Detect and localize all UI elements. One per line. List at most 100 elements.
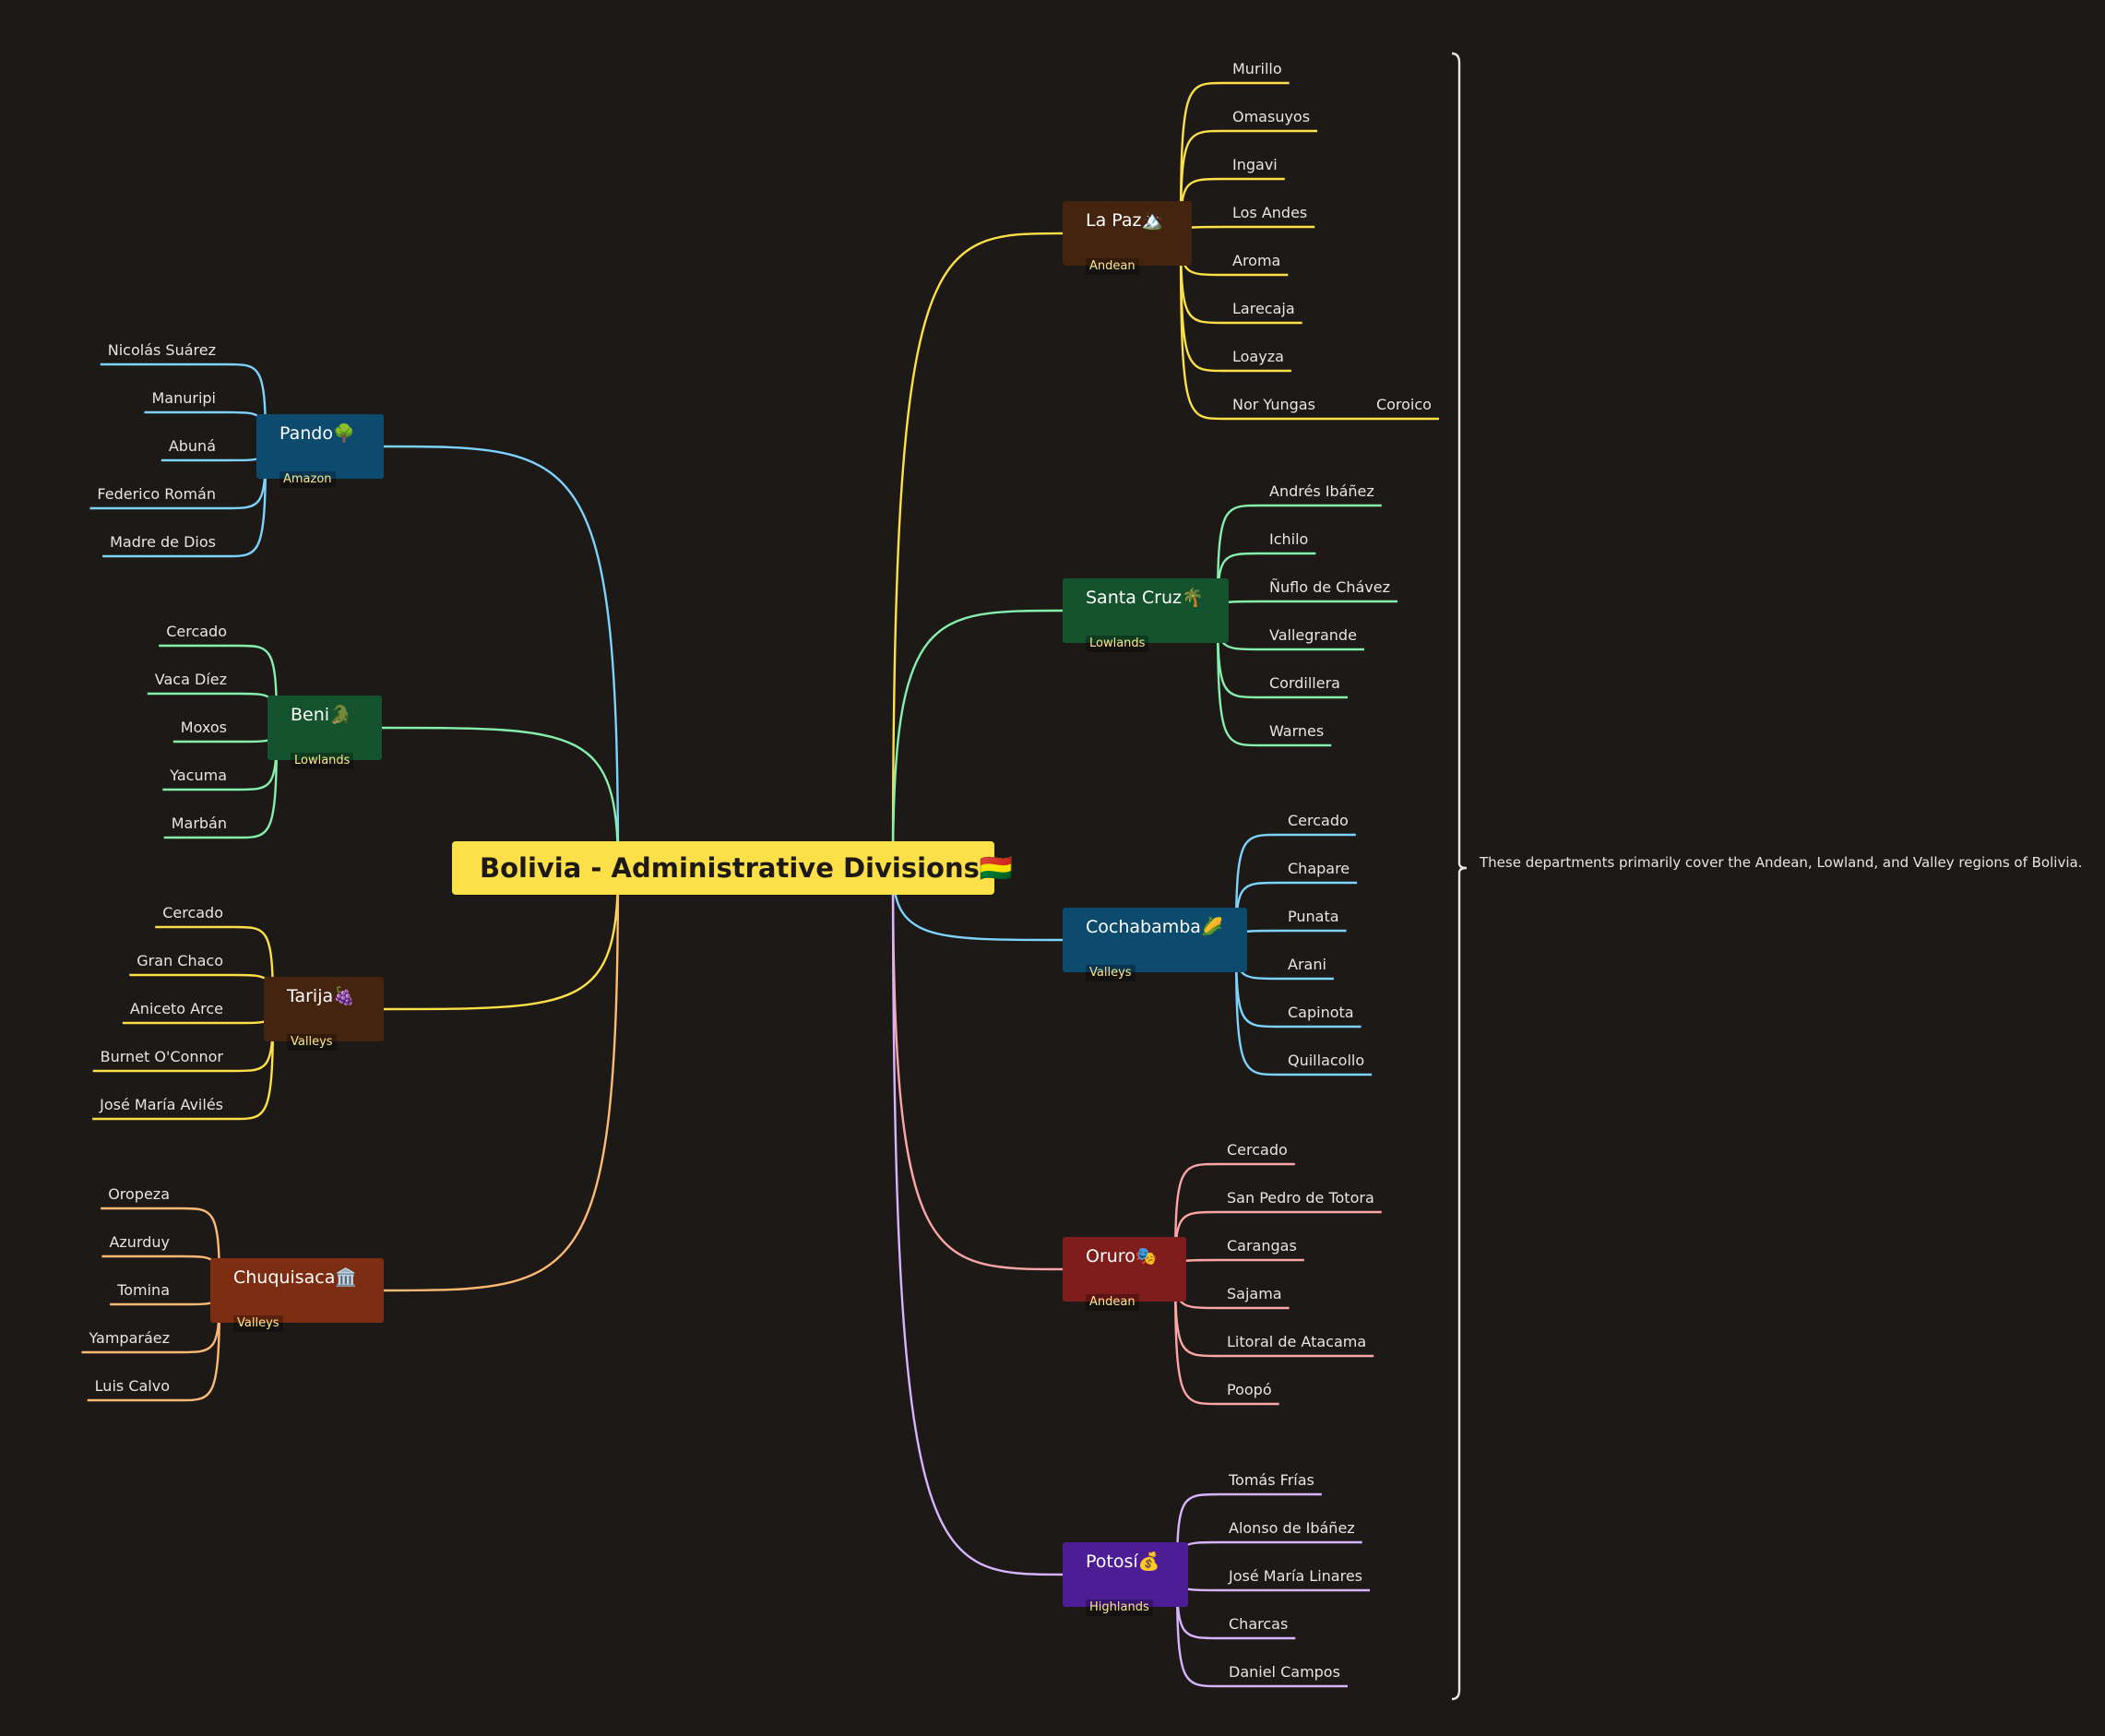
link-root-oruro xyxy=(891,867,1064,1271)
subdivision-cochabamba-2[interactable]: Punata xyxy=(1288,908,1339,925)
subdivision-beni-4[interactable]: Marbán xyxy=(171,814,227,832)
subdivision-la-paz-3[interactable]: Los Andes xyxy=(1232,204,1308,221)
subdivision-tarija-3[interactable]: Burnet O'Connor xyxy=(100,1048,223,1065)
subdivision-santa-cruz-1[interactable]: Ichilo xyxy=(1269,530,1309,548)
subdivision-potosi-3[interactable]: Charcas xyxy=(1229,1615,1289,1633)
subdivision-cochabamba-0[interactable]: Cercado xyxy=(1288,812,1349,829)
department-name: Pando xyxy=(279,423,333,444)
subdivision-chuquisaca-1[interactable]: Azurduy xyxy=(109,1233,170,1251)
subdivision-beni-1[interactable]: Vaca Díez xyxy=(154,671,227,688)
department-node-la-paz[interactable]: La Paz🏔️Andean xyxy=(1063,201,1192,275)
subdivision-beni-3[interactable]: Yacuma xyxy=(170,767,227,784)
link-root-santa-cruz xyxy=(891,609,1064,869)
subdivision-tarija-1[interactable]: Gran Chaco xyxy=(137,952,223,969)
link-tarija-4 xyxy=(92,1008,275,1121)
subdivision-oruro-2[interactable]: Carangas xyxy=(1227,1237,1297,1254)
department-node-pando[interactable]: Pando🌳 Amazon xyxy=(256,414,384,488)
subdivision-beni-2[interactable]: Moxos xyxy=(180,719,227,736)
department-node-chuquisaca[interactable]: Chuquisaca🏛️Valleys xyxy=(210,1258,384,1332)
subdivision-cochabamba-5[interactable]: Quillacollo xyxy=(1288,1052,1365,1069)
subdivision-pando-4[interactable]: Madre de Dios xyxy=(110,533,216,551)
department-name: Santa Cruz xyxy=(1086,588,1182,608)
subdivision-pando-0[interactable]: Nicolás Suárez xyxy=(107,341,216,359)
subdivision-oruro-3[interactable]: Sajama xyxy=(1227,1285,1282,1302)
subdivision-la-paz-7[interactable]: Nor Yungas xyxy=(1232,396,1315,413)
subdivision-cochabamba-1[interactable]: Chapare xyxy=(1288,860,1350,877)
subdivision-la-paz-5[interactable]: Larecaja xyxy=(1232,300,1295,317)
oruro-emoji-icon: 🎭 xyxy=(1135,1246,1158,1266)
subdivision-potosi-0[interactable]: Tomás Frías xyxy=(1229,1471,1314,1489)
subdivision-potosi-4[interactable]: Daniel Campos xyxy=(1229,1663,1340,1681)
subdivision-la-paz-1[interactable]: Omasuyos xyxy=(1232,108,1311,125)
beni-emoji-icon: 🐊 xyxy=(329,705,351,725)
subdivision-santa-cruz-4[interactable]: Cordillera xyxy=(1269,674,1340,692)
subdivision-santa-cruz-5[interactable]: Warnes xyxy=(1269,722,1325,740)
subdivision-tarija-2[interactable]: Aniceto Arce xyxy=(129,1000,223,1017)
subdivision-la-paz-2[interactable]: Ingavi xyxy=(1232,156,1278,173)
subdivision-pando-2[interactable]: Abuná xyxy=(168,437,216,455)
subdivision-la-paz-6[interactable]: Loayza xyxy=(1232,348,1284,365)
subdivision-potosi-2[interactable]: José María Linares xyxy=(1229,1567,1363,1585)
subdivision-la-paz-4[interactable]: Aroma xyxy=(1232,252,1281,269)
link-pando-4 xyxy=(102,446,268,558)
subdivision-santa-cruz-0[interactable]: Andrés Ibáñez xyxy=(1269,482,1374,500)
region-tag: Lowlands xyxy=(291,753,354,769)
cochabamba-emoji-icon: 🌽 xyxy=(1200,917,1223,937)
department-node-potosi[interactable]: Potosí💰Highlands xyxy=(1063,1542,1188,1616)
subdivision-santa-cruz-2[interactable]: Ñuflo de Chávez xyxy=(1269,578,1390,596)
subdivision-potosi-1[interactable]: Alonso de Ibáñez xyxy=(1229,1519,1355,1537)
department-title: Chuquisaca🏛️ xyxy=(233,1267,384,1288)
root-node[interactable]: Bolivia - Administrative Divisions🇧🇴 xyxy=(452,841,1013,895)
subdivision-beni-0[interactable]: Cercado xyxy=(166,623,227,640)
subdivision-chuquisaca-2[interactable]: Tomina xyxy=(117,1281,170,1299)
link-root-tarija xyxy=(383,867,620,1011)
subdivision-chuquisaca-4[interactable]: Luis Calvo xyxy=(94,1377,170,1395)
subdivision-oruro-0[interactable]: Cercado xyxy=(1227,1141,1288,1159)
department-title: Tarija🍇 xyxy=(287,986,384,1006)
department-title: Oruro🎭 xyxy=(1086,1246,1186,1266)
department-node-beni[interactable]: Beni🐊 Lowlands xyxy=(268,696,382,769)
subdivision-tarija-4[interactable]: José María Avilés xyxy=(100,1096,223,1113)
department-name: Oruro xyxy=(1086,1246,1136,1266)
department-node-santa-cruz[interactable]: Santa Cruz🌴Lowlands xyxy=(1063,578,1229,652)
link-chuquisaca-4 xyxy=(87,1290,221,1402)
department-name: Cochabamba xyxy=(1086,917,1201,937)
link-la-paz-7 xyxy=(1179,232,1439,421)
root-title: Bolivia - Administrative Divisions xyxy=(480,852,980,884)
link-la-paz-3 xyxy=(1179,225,1315,234)
link-beni-4 xyxy=(163,727,279,839)
region-tag: Valleys xyxy=(287,1034,337,1051)
link-root-beni xyxy=(381,726,620,869)
link-oruro-2 xyxy=(1173,1258,1304,1270)
region-tag: Amazon xyxy=(279,471,336,488)
potosi-emoji-icon: 💰 xyxy=(1137,1552,1160,1572)
subdivision-pando-1[interactable]: Manuripi xyxy=(151,389,216,407)
department-title: La Paz🏔️ xyxy=(1086,210,1192,231)
region-tag: Lowlands xyxy=(1086,636,1149,652)
link-santa-cruz-5 xyxy=(1216,610,1332,747)
bolivia-flag-icon: 🇧🇴 xyxy=(979,851,1013,884)
department-node-cochabamba[interactable]: Cochabamba🌽Valleys xyxy=(1063,908,1247,981)
department-title: Potosí💰 xyxy=(1086,1552,1188,1572)
subdivision-la-paz-0[interactable]: Murillo xyxy=(1232,60,1282,77)
subdivision-oruro-1[interactable]: San Pedro de Totora xyxy=(1227,1189,1374,1207)
link-santa-cruz-0 xyxy=(1216,504,1382,612)
department-node-tarija[interactable]: Tarija🍇 Valleys xyxy=(264,977,384,1051)
link-root-la-paz xyxy=(891,232,1064,869)
link-potosi-4 xyxy=(1175,1574,1348,1688)
subdivision-tarija-0[interactable]: Cercado xyxy=(162,904,223,922)
subdivision-chuquisaca-0[interactable]: Oropeza xyxy=(108,1185,170,1203)
department-title: Pando🌳 xyxy=(279,423,384,444)
department-node-oruro[interactable]: Oruro🎭Andean xyxy=(1063,1237,1186,1311)
department-name: Beni xyxy=(291,705,330,725)
subdivision-pando-3[interactable]: Federico Román xyxy=(97,485,216,503)
link-santa-cruz-2 xyxy=(1216,600,1397,612)
subdivision-chuquisaca-3[interactable]: Yamparáez xyxy=(89,1329,170,1347)
subdivision-cochabamba-3[interactable]: Arani xyxy=(1288,956,1326,973)
subdivision-oruro-4[interactable]: Litoral de Atacama xyxy=(1227,1333,1367,1350)
subdivision-santa-cruz-3[interactable]: Vallegrande xyxy=(1269,626,1357,644)
subdivision-cochabamba-4[interactable]: Capinota xyxy=(1288,1004,1354,1021)
sub-subdivision-la-paz-7-0[interactable]: Coroico xyxy=(1375,396,1432,413)
link-la-paz-1 xyxy=(1179,129,1318,234)
subdivision-oruro-5[interactable]: Poopó xyxy=(1227,1381,1272,1398)
